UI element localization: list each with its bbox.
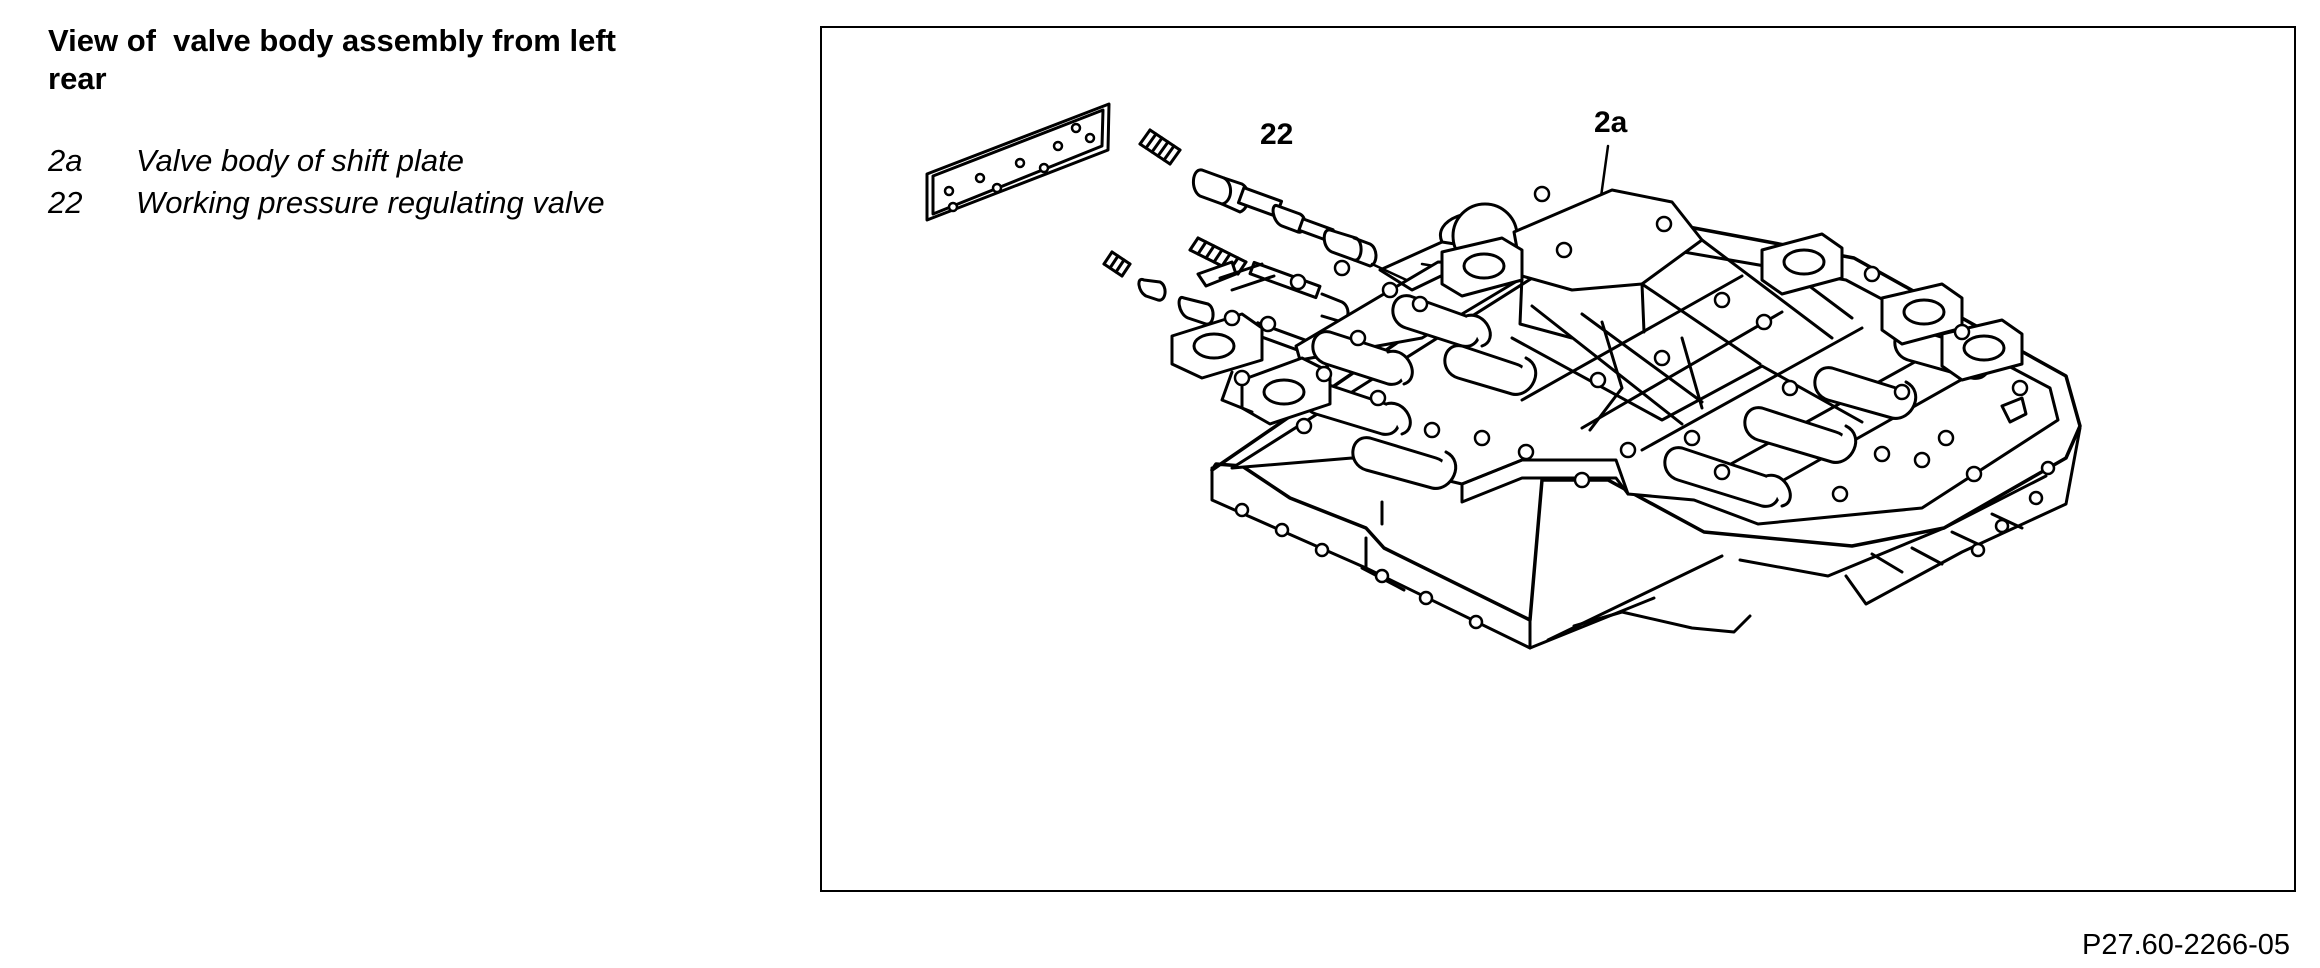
callout-22: 22 — [1260, 118, 1293, 151]
spring-upper — [1138, 128, 1182, 166]
legend-text: Valve body of shift plate — [136, 143, 464, 178]
legend-code: 22 — [48, 185, 83, 220]
callout-2a: 2a — [1594, 106, 1628, 139]
valve-body-illustration: 22 2a — [925, 102, 2082, 650]
valve-body-assembly — [1170, 185, 2082, 650]
cover-plate — [925, 102, 1111, 222]
figure-id: P27.60-2266-05 — [2082, 929, 2290, 961]
spring-lower — [1102, 250, 1132, 278]
legend-code: 2a — [48, 143, 83, 178]
figure-frame: 22 2a — [820, 26, 2296, 892]
legend-item-2a: 2a Valve body of shift plate — [48, 142, 464, 180]
page-title: View of valve body assembly from left re… — [48, 23, 616, 96]
legend-item-22: 22 Working pressure regulating valve — [48, 184, 605, 222]
legend-text: Working pressure regulating valve — [136, 185, 605, 220]
